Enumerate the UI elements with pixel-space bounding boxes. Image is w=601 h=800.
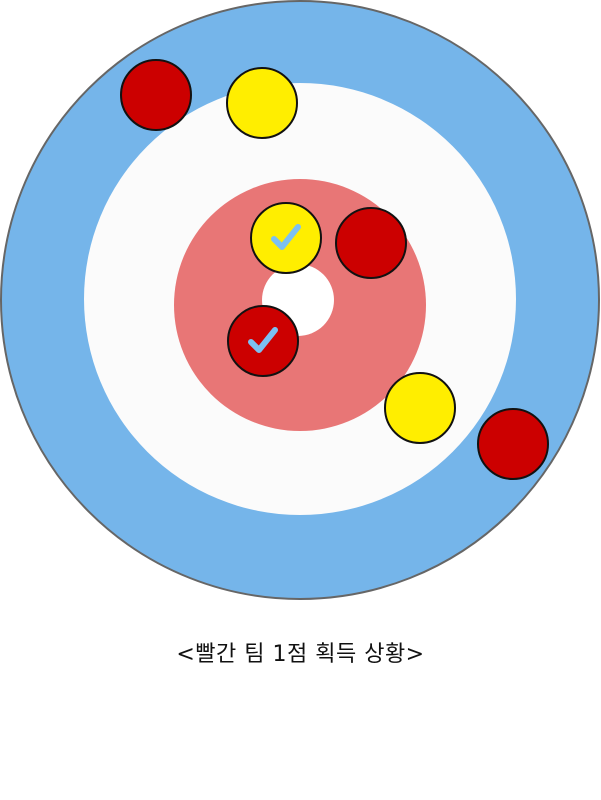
red-stone [335, 207, 407, 279]
red-stone [477, 408, 549, 480]
red-stone [227, 305, 299, 377]
yellow-stone [226, 67, 298, 139]
diagram-caption: <빨간 팀 1점 획득 상황> [176, 642, 425, 667]
check-icon [248, 327, 278, 353]
red-stone [120, 59, 192, 131]
curling-house-diagram [0, 0, 600, 600]
stones-layer [120, 59, 549, 480]
yellow-stone-body [384, 372, 456, 444]
yellow-stone-body [226, 67, 298, 139]
check-icon [271, 224, 301, 250]
red-stone-body [335, 207, 407, 279]
yellow-stone [384, 372, 456, 444]
red-stone-body [477, 408, 549, 480]
yellow-stone [250, 202, 322, 274]
red-stone-body [120, 59, 192, 131]
